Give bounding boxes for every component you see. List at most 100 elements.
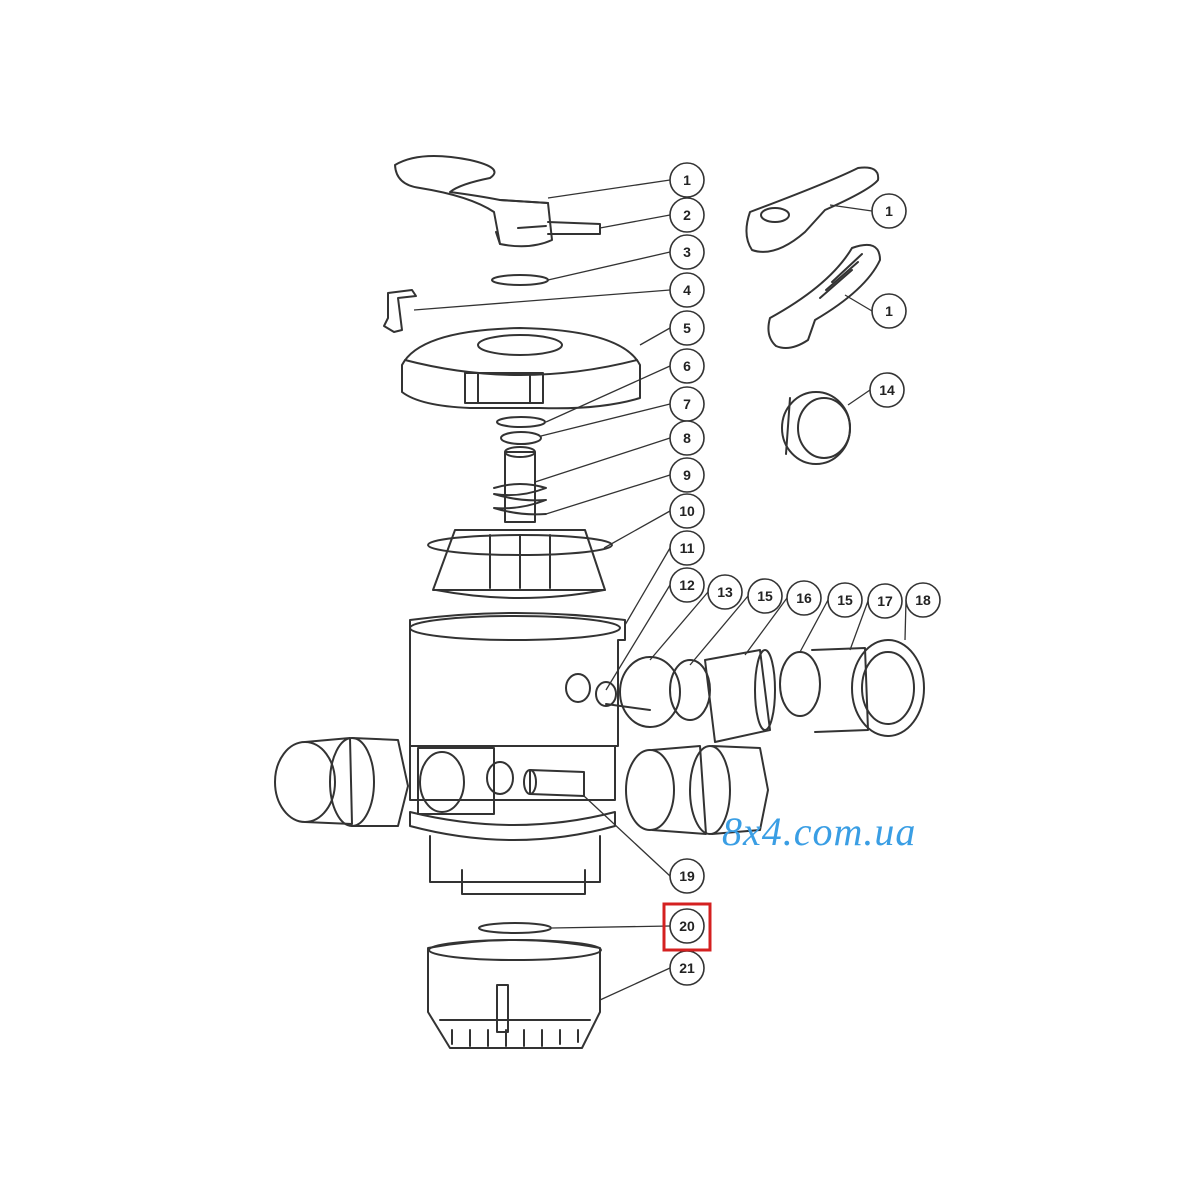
- callout-label: 19: [679, 868, 695, 884]
- callout-circle: [786, 580, 822, 616]
- callout-label: 9: [683, 467, 691, 483]
- cover-part-drawing: [401, 327, 641, 410]
- callout-circle: [669, 272, 705, 308]
- leader-line: [844, 294, 873, 312]
- right-union-part-drawing: [619, 639, 925, 743]
- callout-1: 1: [871, 293, 907, 329]
- o-ring-part-drawing: [496, 416, 546, 428]
- callout-label: 20: [679, 918, 695, 934]
- callout-9: 9: [669, 457, 705, 493]
- callout-label: 7: [683, 396, 691, 412]
- clip-part-drawing: [383, 289, 417, 333]
- callout-label: 1: [885, 303, 893, 319]
- valve-body-part-drawing: [409, 612, 651, 895]
- callout-circle: [669, 420, 705, 456]
- callout-circle: [707, 574, 743, 610]
- strainer-part-drawing: [427, 939, 602, 1049]
- left-union-part-drawing: [274, 737, 409, 827]
- callout-label: 3: [683, 244, 691, 260]
- callout-15: 15: [827, 582, 863, 618]
- callout-label: 8: [683, 430, 691, 446]
- callout-label: 6: [683, 358, 691, 374]
- callout-12: 12: [669, 567, 705, 603]
- callout-label: 15: [837, 592, 853, 608]
- leader-line: [624, 547, 671, 626]
- handle-part-drawing: [394, 155, 601, 248]
- callout-circle: [747, 578, 783, 614]
- leader-line: [649, 591, 709, 661]
- callout-circle: [669, 457, 705, 493]
- leader-line: [534, 437, 671, 483]
- callout-label: 4: [683, 282, 691, 298]
- callout-18: 18: [905, 582, 941, 618]
- callout-19: 19: [669, 858, 705, 894]
- callout-circle: [871, 193, 907, 229]
- cap-part-drawing: [781, 391, 851, 465]
- o-ring-part-drawing: [478, 922, 552, 934]
- leader-line: [605, 584, 671, 691]
- o-ring-part-drawing: [500, 431, 542, 445]
- callout-label: 10: [679, 503, 695, 519]
- callout-circle: [669, 162, 705, 198]
- leader-line: [599, 214, 671, 229]
- callout-label: 2: [683, 207, 691, 223]
- callout-label: 5: [683, 320, 691, 336]
- callout-4: 4: [669, 272, 705, 308]
- watermark-text: 8x4.com.ua: [722, 809, 917, 854]
- shaft-spring-part-drawing: [493, 446, 547, 523]
- callout-11: 11: [669, 530, 705, 566]
- callout-circle: [669, 567, 705, 603]
- callout-circle: [669, 493, 705, 529]
- callout-circle: [827, 582, 863, 618]
- leader-line: [799, 599, 829, 653]
- washer-part-drawing: [491, 274, 549, 286]
- highlight-box: [662, 902, 712, 952]
- leader-line: [744, 597, 788, 656]
- callout-label: 14: [879, 382, 895, 398]
- leader-line: [545, 365, 671, 423]
- callout-circle: [867, 583, 903, 619]
- callout-6: 6: [669, 348, 705, 384]
- callout-label: 13: [717, 584, 733, 600]
- callout-label: 1: [683, 172, 691, 188]
- callout-circle: [669, 348, 705, 384]
- callout-label: 21: [679, 960, 695, 976]
- callout-label: 1: [885, 203, 893, 219]
- callout-circle: [669, 310, 705, 346]
- callout-label: 16: [796, 590, 812, 606]
- leader-line: [603, 510, 671, 549]
- callout-circle: [669, 858, 705, 894]
- callout-7: 7: [669, 386, 705, 422]
- callout-1: 1: [871, 193, 907, 229]
- leader-line: [547, 179, 671, 199]
- leader-line: [599, 967, 671, 1001]
- callout-20: 20: [669, 908, 705, 944]
- callout-label: 18: [915, 592, 931, 608]
- handle-grip-part-drawing: [767, 244, 881, 349]
- callout-14: 14: [869, 372, 905, 408]
- callout-2: 2: [669, 197, 705, 233]
- callout-15: 15: [747, 578, 783, 614]
- callout-circle: [669, 530, 705, 566]
- callout-circle: [669, 197, 705, 233]
- handle-alt-part-drawing: [745, 166, 880, 253]
- callout-16: 16: [786, 580, 822, 616]
- callout-label: 17: [877, 593, 893, 609]
- leader-line: [583, 795, 671, 877]
- leader-line: [551, 925, 671, 929]
- rotor-part-drawing: [427, 529, 613, 599]
- callout-5: 5: [669, 310, 705, 346]
- leader-line: [847, 389, 871, 406]
- callout-circle: [905, 582, 941, 618]
- leader-line: [904, 599, 907, 641]
- leader-line: [540, 403, 671, 437]
- callout-circle: [669, 234, 705, 270]
- leader-line: [547, 251, 671, 281]
- callout-10: 10: [669, 493, 705, 529]
- leader-line: [849, 600, 869, 651]
- right-lower-union-part-drawing: [625, 745, 769, 835]
- leader-line: [829, 204, 873, 212]
- callout-label: 15: [757, 588, 773, 604]
- callout-label: 12: [679, 577, 695, 593]
